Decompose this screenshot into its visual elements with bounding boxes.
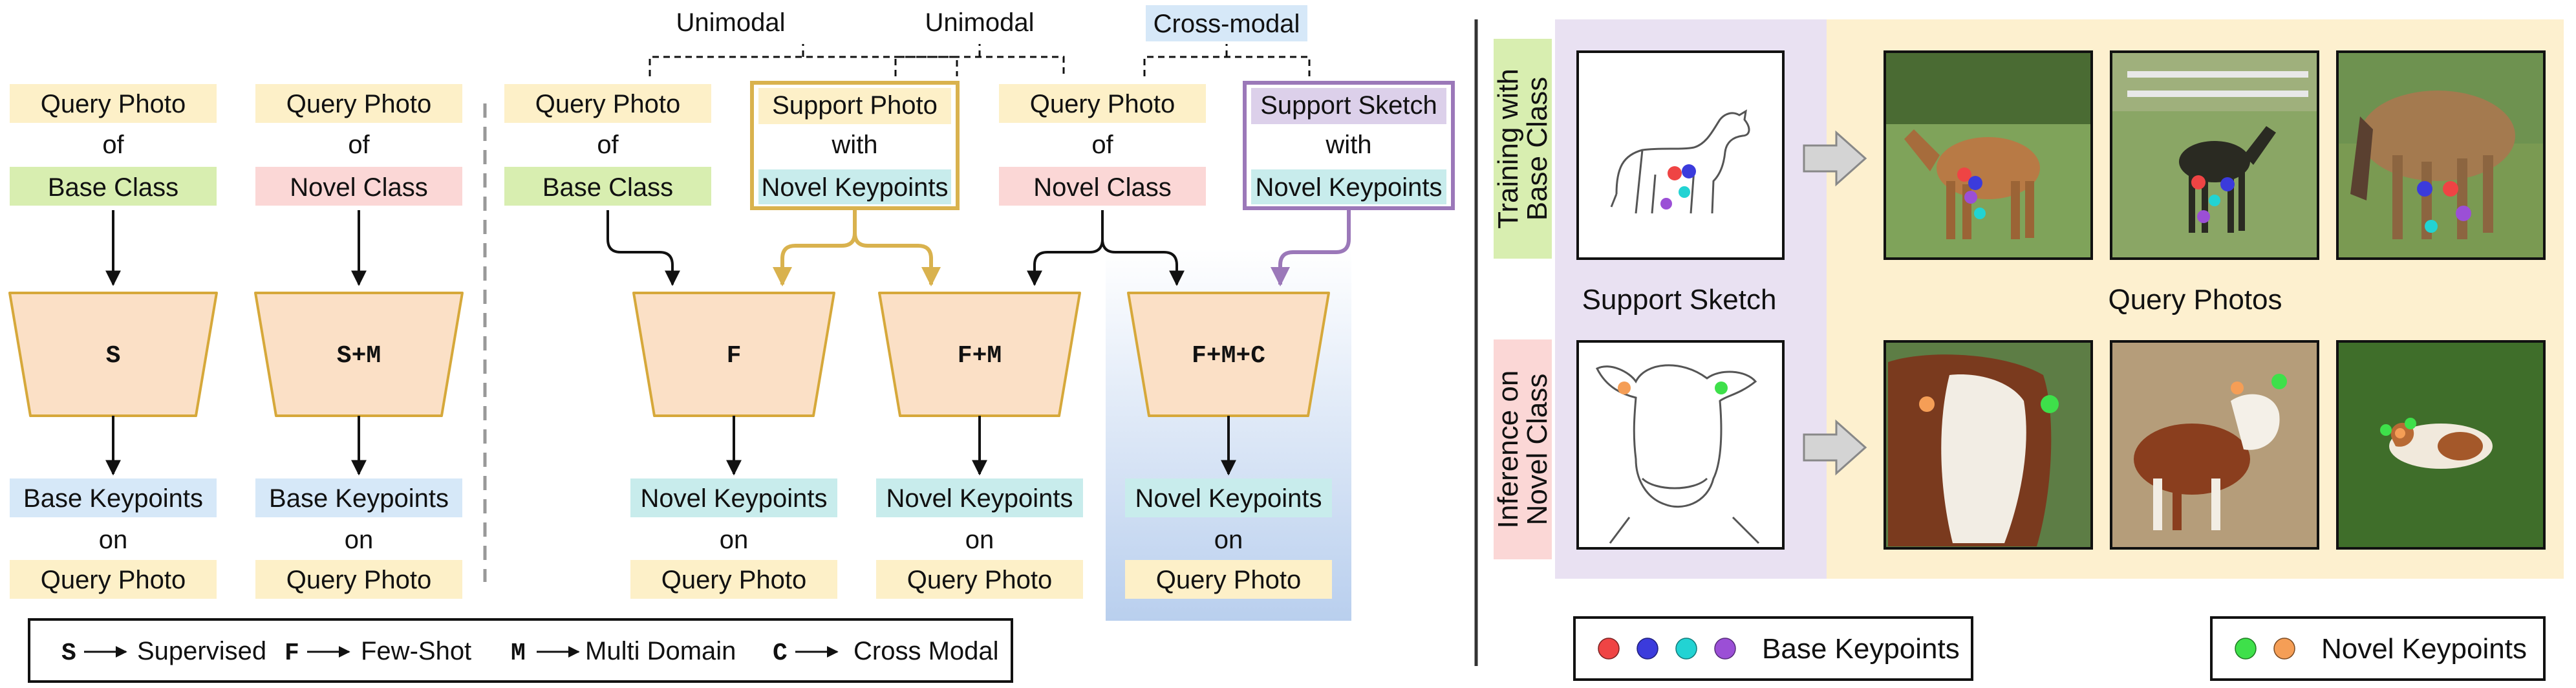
fewshot-inputs: Query Photo of Base Class Support Photo … — [504, 81, 1455, 210]
output-box-line3 — [10, 560, 217, 599]
svg-text:Base Class: Base Class — [1521, 77, 1553, 221]
svg-text:Novel Keypoints: Novel Keypoints — [2321, 633, 2527, 665]
input-text: Novel Keypoints — [761, 173, 948, 202]
legend-code: F — [284, 640, 299, 667]
grey-arrows — [1803, 130, 1867, 476]
model-code: F — [727, 342, 742, 370]
novel-keypoints-legend: Novel Keypoints — [2210, 616, 2546, 681]
query-photo-horse-3 — [2336, 50, 2546, 260]
legend-code: M — [511, 640, 526, 667]
query-photo-cow-2 — [2110, 340, 2319, 550]
input-text: Query Photo — [286, 90, 432, 118]
output-text: Query Photo — [661, 566, 807, 594]
output-text: Query Photo — [1156, 566, 1302, 594]
output-text: on — [720, 526, 749, 554]
output-text: Query Photo — [286, 566, 432, 594]
model-code: S — [106, 342, 121, 370]
svg-text:Base Keypoints: Base Keypoints — [1762, 633, 1960, 665]
input-text: Query Photo — [1030, 90, 1175, 118]
brace-label: Cross-modal — [1154, 10, 1300, 38]
query-photos-label: Query Photos — [2108, 284, 2282, 316]
input-text: Novel Class — [1033, 173, 1171, 202]
model-s-column: Query Photo of Base Class S Base Keypoin… — [8, 84, 218, 599]
input-text: Base Class — [48, 173, 178, 202]
brace-unimodal-1 — [649, 56, 958, 76]
model-sm-column: Query Photo of Novel Class S+M Base Keyp… — [254, 84, 464, 599]
brace-unimodal-2 — [894, 56, 1065, 76]
legend-code: C — [773, 640, 788, 667]
output-text: on — [99, 526, 128, 554]
output-text: on — [965, 526, 994, 554]
support-sketch-cow — [1576, 340, 1785, 550]
cross-modal-label-bg — [1146, 5, 1307, 41]
svg-text:Novel Class: Novel Class — [1521, 374, 1553, 526]
row-label-inference: Inference on Novel Class — [1492, 339, 1553, 559]
input-text: of — [102, 131, 124, 159]
input-text: Novel Keypoints — [1255, 173, 1442, 202]
output-text: Query Photo — [907, 566, 1053, 594]
output-text: Novel Keypoints — [886, 484, 1073, 513]
input-text: of — [1091, 131, 1113, 159]
query-photo-cow-1 — [1884, 340, 2093, 550]
fewshot-outputs: Novel Keypoints on Query Photo Novel Key… — [630, 416, 1332, 599]
legend-text: Few-Shot — [361, 637, 471, 665]
brace-cross-modal — [1143, 56, 1311, 76]
support-sketch-label: Support Sketch — [1582, 284, 1777, 316]
query-photo-horse-2 — [2110, 50, 2319, 260]
input-connectors — [606, 210, 1351, 286]
query-photo-cow-3 — [2336, 340, 2546, 550]
input-text: Query Photo — [41, 90, 186, 118]
legend-text: Cross Modal — [853, 637, 999, 665]
model-fmc-block — [1127, 292, 1330, 417]
output-text: Base Keypoints — [23, 484, 203, 513]
input-text: Novel Class — [290, 173, 427, 202]
legend-text: Multi Domain — [585, 637, 736, 665]
input-box-line1 — [10, 84, 217, 123]
row-label-training: Training with Base Class — [1492, 39, 1553, 259]
modality-braces — [649, 44, 1311, 76]
output-box-line1 — [10, 478, 217, 517]
output-text: Novel Keypoints — [1135, 484, 1322, 513]
model-code: F+M+C — [1192, 342, 1265, 370]
query-photo-horse-1 — [1884, 50, 2093, 260]
fewshot-models: F F+M F+M+C — [632, 292, 1330, 417]
brace-label: Unimodal — [925, 8, 1035, 37]
output-text: Base Keypoints — [269, 484, 449, 513]
base-class-box — [10, 167, 217, 206]
model-fm-block — [878, 292, 1081, 417]
model-sm-block — [254, 292, 464, 417]
output-text: Query Photo — [41, 566, 186, 594]
abbreviation-legend: S Supervised F Few-Shot M Multi Domain C… — [28, 618, 1013, 683]
output-text: on — [345, 526, 374, 554]
legend-text: Supervised — [137, 637, 266, 665]
base-keypoints-legend: Base Keypoints — [1573, 616, 1973, 681]
input-text: Support Sketch — [1260, 91, 1437, 120]
legend-code: S — [61, 640, 76, 667]
input-text: with — [1325, 131, 1371, 159]
model-code: F+M — [958, 342, 1002, 370]
input-text: Query Photo — [535, 90, 681, 118]
model-f-block — [632, 292, 835, 417]
model-code: S+M — [337, 342, 381, 370]
output-text: on — [1214, 526, 1243, 554]
output-text: Novel Keypoints — [640, 484, 827, 513]
brace-label: Unimodal — [676, 8, 786, 37]
input-text: of — [348, 131, 370, 159]
input-text: of — [597, 131, 619, 159]
svg-text:Inference on: Inference on — [1492, 371, 1524, 529]
input-text: Support Photo — [772, 91, 938, 120]
model-s-block — [8, 292, 218, 417]
svg-text:Training with: Training with — [1492, 69, 1524, 229]
input-text: with — [831, 131, 877, 159]
input-text: Base Class — [542, 173, 673, 202]
support-sketch-horse — [1576, 50, 1785, 260]
